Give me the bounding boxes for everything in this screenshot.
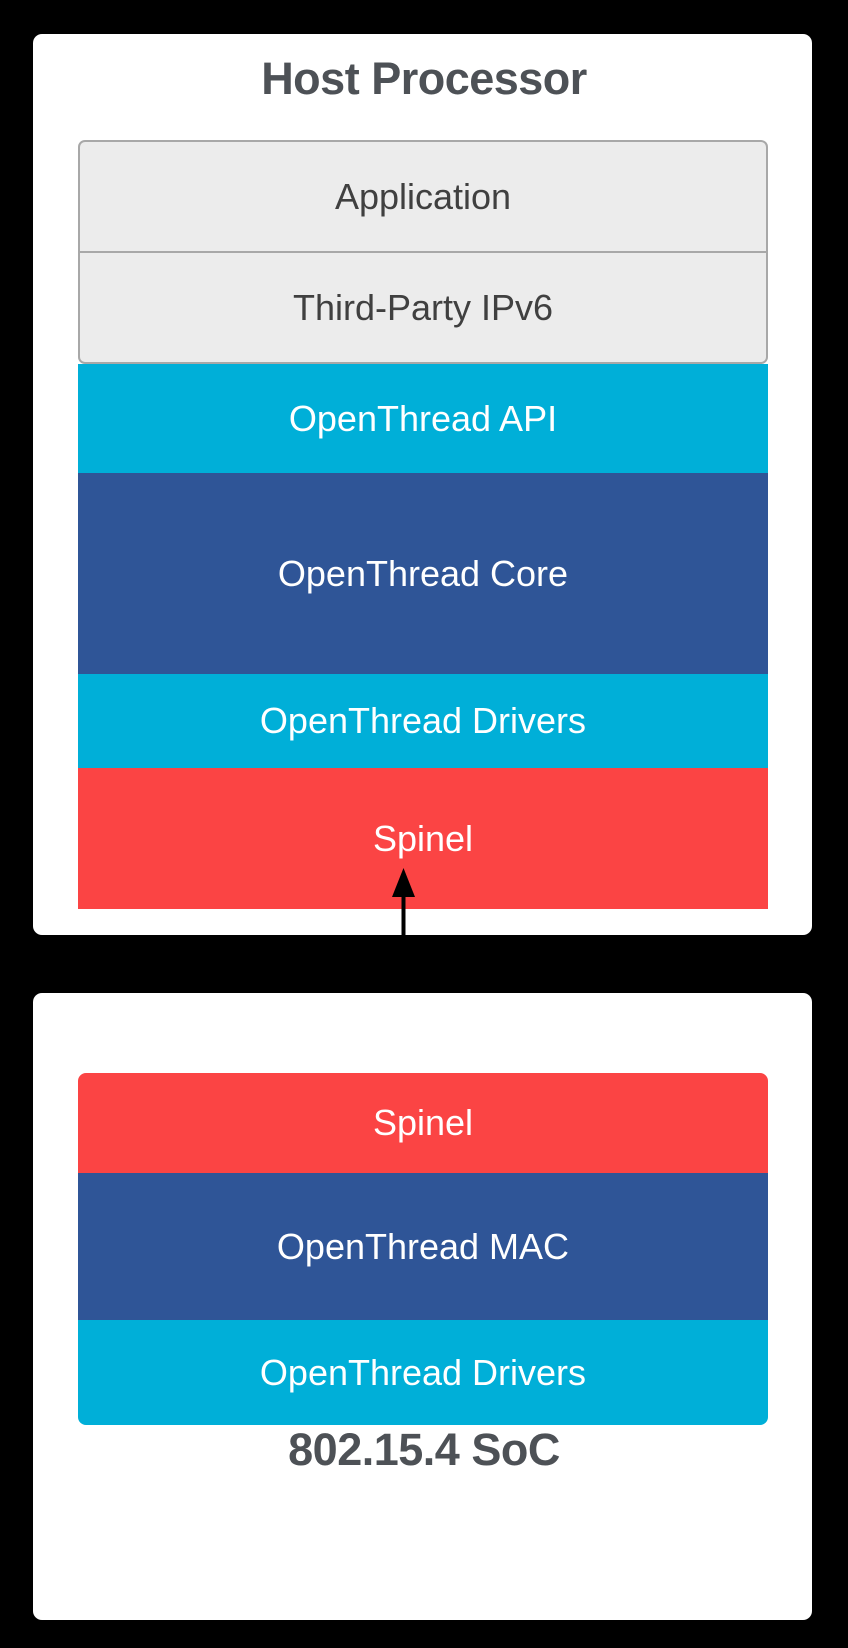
layer-application: Application — [78, 140, 768, 253]
layer-openthread-mac: OpenThread MAC — [78, 1173, 768, 1320]
layer-openthread-drivers-host: OpenThread Drivers — [78, 674, 768, 768]
layer-spinel-host: Spinel — [78, 768, 768, 909]
layer-openthread-drivers-soc: OpenThread Drivers — [78, 1320, 768, 1425]
layer-third-party-ipv6: Third-Party IPv6 — [78, 253, 768, 364]
soc-title: 802.15.4 SoC — [288, 1424, 560, 1475]
soc-layer-stack: Spinel OpenThread MAC OpenThread Drivers — [78, 1073, 768, 1425]
layer-openthread-api: OpenThread API — [78, 364, 768, 473]
host-processor-layer-stack: Application Third-Party IPv6 OpenThread … — [78, 140, 768, 909]
layer-openthread-core: OpenThread Core — [78, 473, 768, 674]
layer-spinel-soc: Spinel — [78, 1073, 768, 1173]
host-processor-title: Host Processor — [261, 53, 587, 104]
